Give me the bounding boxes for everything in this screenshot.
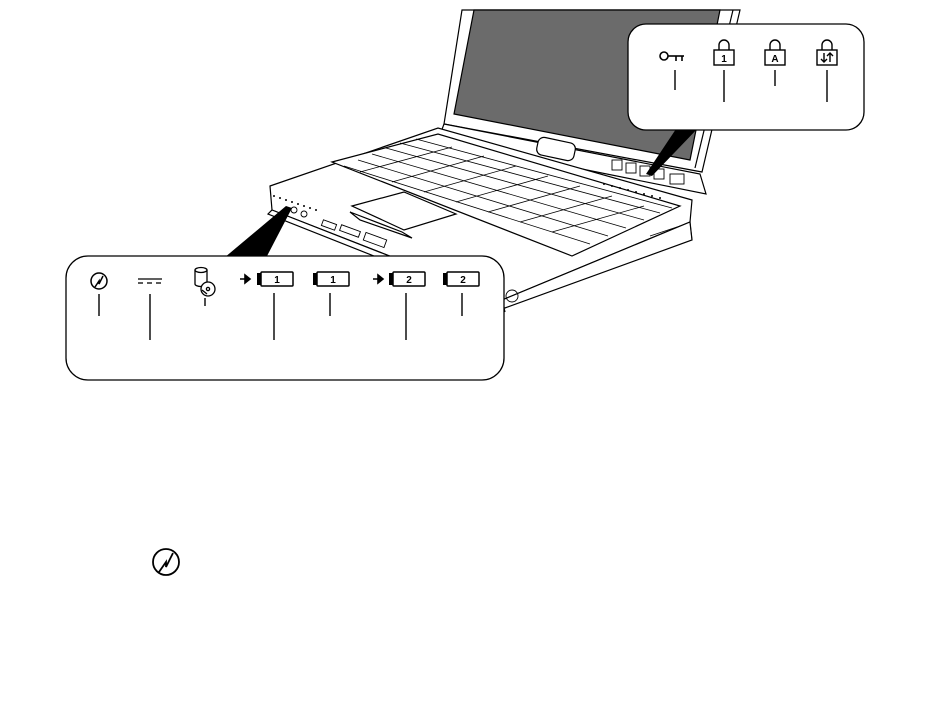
battery-2-label: 2: [460, 275, 466, 286]
num-lock-label: 1: [721, 54, 727, 65]
caps-lock-label: A: [771, 54, 778, 65]
battery-1-charging-label: 1: [274, 275, 280, 286]
top-callout: 1 A: [628, 24, 864, 176]
battery-2-charging-label: 2: [406, 275, 412, 286]
callout-pointer: [224, 206, 292, 258]
battery-1-label: 1: [330, 275, 336, 286]
power-icon: [153, 549, 179, 575]
